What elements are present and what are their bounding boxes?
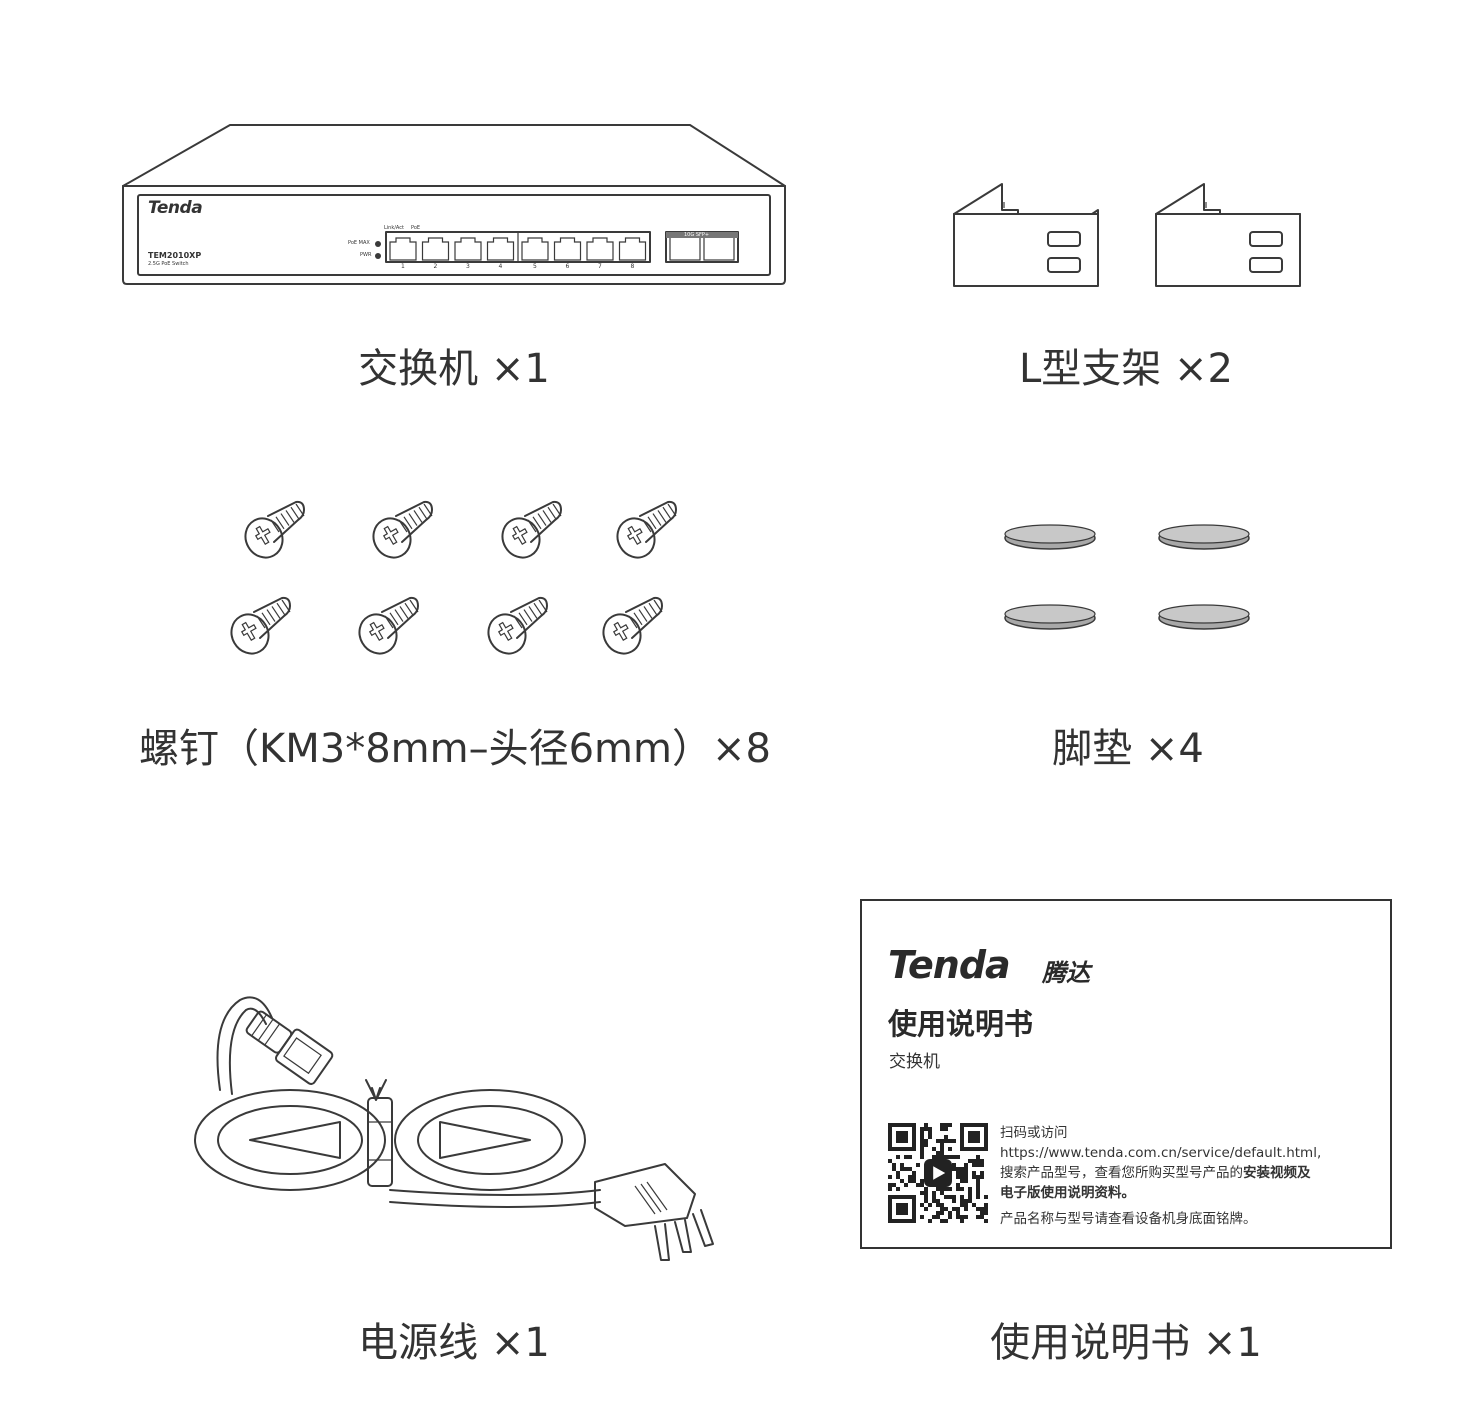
port-header-link: Link/Act <box>384 225 404 231</box>
foot-pad <box>1158 604 1250 630</box>
ethernet-port-icon <box>553 237 582 261</box>
led-label-poe-max: PoE MAX <box>348 240 370 246</box>
ethernet-port-icon <box>421 237 450 261</box>
caption-bracket: L型支架 ×2 <box>1019 346 1233 392</box>
bracket-illustration-1 <box>953 183 1099 287</box>
manual-scan: 扫码或访问 <box>1000 1125 1068 1141</box>
screw-icon <box>616 500 677 559</box>
ethernet-port-icon <box>454 237 482 261</box>
port-number: 8 <box>630 263 635 270</box>
switch-brand: Tenda <box>148 198 203 218</box>
screw-icon <box>602 596 663 655</box>
bracket-illustration-2 <box>1155 183 1301 287</box>
sfp-label: 10G SFP+ <box>684 232 710 238</box>
port-number: 2 <box>433 263 438 270</box>
caption-cord: 电源线 ×1 <box>358 1320 550 1366</box>
port-header-poe: PoE <box>411 225 421 231</box>
qr-code-icon <box>888 1123 988 1223</box>
switch-model-sub: 2.5G PoE Switch <box>148 261 189 267</box>
switch-model: TEM2010XP <box>148 251 202 260</box>
manual-title: 使用说明书 <box>888 1007 1034 1041</box>
caption-manual: 使用说明书 ×1 <box>990 1320 1262 1366</box>
ethernet-port-icon <box>586 237 614 261</box>
ethernet-port-icon <box>486 237 515 261</box>
screw-icon <box>487 596 548 655</box>
screw-icon <box>372 500 433 559</box>
manual-line3: 搜索产品型号，查看您所购买型号产品的 <box>1000 1165 1243 1181</box>
screw-icon <box>230 596 291 655</box>
port-number: 7 <box>598 263 602 270</box>
foot-pad <box>1004 524 1096 550</box>
port-number: 6 <box>565 263 570 270</box>
port-number: 1 <box>401 263 405 270</box>
screw-icon <box>244 500 305 559</box>
manual-note: 产品名称与型号请查看设备机身底面铭牌。 <box>1000 1211 1257 1227</box>
caption-switch: 交换机 ×1 <box>358 346 550 392</box>
port-number: 5 <box>533 263 537 270</box>
manual-logo: Tenda <box>888 943 1011 987</box>
power-cord-illustration <box>194 996 714 1261</box>
port-number: 4 <box>498 263 503 270</box>
ethernet-port-icon <box>618 237 647 261</box>
screw-icon <box>501 500 562 559</box>
ethernet-port-icon <box>521 237 549 261</box>
caption-feet: 脚垫 ×4 <box>1052 726 1204 772</box>
manual-line3-bold: 安装视频及 <box>1243 1165 1311 1181</box>
manual-url: https://www.tenda.com.cn/service/default… <box>1000 1145 1322 1161</box>
manual-logo-cn: 腾达 <box>1042 959 1090 987</box>
port-number: 3 <box>466 263 470 270</box>
manual-instructions: 扫码或访问 https://www.tenda.com.cn/service/d… <box>1000 1123 1380 1203</box>
screw-icon <box>358 596 419 655</box>
caption-screws: 螺钉（KM3*8mm–头径6mm）×8 <box>139 726 771 772</box>
foot-pad <box>1158 524 1250 550</box>
manual-card: Tenda 腾达 使用说明书 交换机 扫码或访问 https://www.ten… <box>860 899 1392 1249</box>
switch-illustration <box>122 124 786 285</box>
foot-pad <box>1004 604 1096 630</box>
feet-illustration <box>1004 524 1250 630</box>
manual-subtitle: 交换机 <box>889 1052 940 1072</box>
led-label-pwr: PWR <box>360 252 372 258</box>
ethernet-port-icon <box>389 237 417 261</box>
manual-line4-bold: 电子版使用说明资料。 <box>1000 1185 1135 1201</box>
